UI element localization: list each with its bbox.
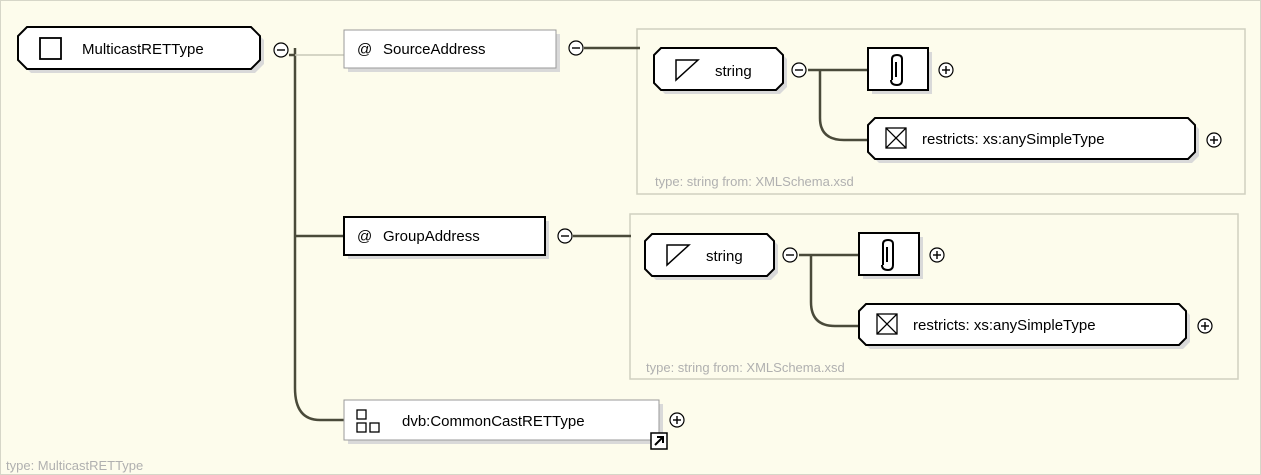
source-collapse-icon[interactable] (568, 40, 584, 56)
simple-type-icon (675, 59, 700, 82)
source-facet-expand-icon[interactable] (938, 62, 954, 78)
attribute-group-address[interactable]: @ GroupAddress (343, 216, 549, 259)
base-type-label: dvb:CommonCastRETType (402, 413, 585, 430)
group-facet-node[interactable] (858, 232, 923, 279)
group-collapse-icon[interactable] (557, 228, 573, 244)
source-type-caption: type: string from: XMLSchema.xsd (655, 174, 854, 189)
group-simple-type-node[interactable]: string (644, 233, 778, 280)
simple-type-label: string (706, 248, 743, 265)
simple-type-label: string (715, 63, 752, 80)
group-restricts-expand-icon[interactable] (1197, 318, 1213, 334)
restricts-label: restricts: xs:anySimpleType (913, 317, 1096, 334)
complex-type-icon (39, 37, 62, 60)
source-type-collapse-icon[interactable] (791, 62, 807, 78)
source-restricts-node[interactable]: restricts: xs:anySimpleType (867, 117, 1199, 163)
attribute-label: GroupAddress (383, 228, 480, 245)
group-type-collapse-icon[interactable] (782, 247, 798, 263)
simple-type-icon (666, 244, 691, 267)
restriction-icon (885, 127, 907, 149)
open-type-arrow-icon[interactable] (650, 432, 668, 450)
root-collapse-icon[interactable] (273, 42, 289, 58)
type-extension-icon (356, 409, 380, 433)
base-type-expand-icon[interactable] (669, 412, 685, 428)
root-label: MulticastRETType (82, 41, 204, 58)
source-restricts-expand-icon[interactable] (1206, 132, 1222, 148)
attribute-prefix: @ (357, 228, 372, 245)
paperclip-icon (890, 53, 903, 87)
source-simple-type-node[interactable]: string (653, 47, 787, 94)
source-facet-node[interactable] (867, 47, 932, 94)
group-restricts-node[interactable]: restricts: xs:anySimpleType (858, 303, 1190, 349)
restriction-icon (876, 313, 898, 335)
root-node[interactable]: MulticastRETType (17, 26, 264, 73)
root-type-caption: type: MulticastRETType (6, 458, 143, 473)
connector-lines (289, 46, 868, 422)
group-facet-expand-icon[interactable] (929, 247, 945, 263)
restricts-label: restricts: xs:anySimpleType (922, 131, 1105, 148)
group-type-caption: type: string from: XMLSchema.xsd (646, 360, 845, 375)
attribute-label: SourceAddress (383, 41, 486, 58)
paperclip-icon (881, 238, 894, 272)
base-type-node[interactable]: dvb:CommonCastRETType (343, 399, 663, 444)
attribute-source-address[interactable]: @ SourceAddress (343, 29, 560, 72)
attribute-prefix: @ (357, 41, 372, 58)
